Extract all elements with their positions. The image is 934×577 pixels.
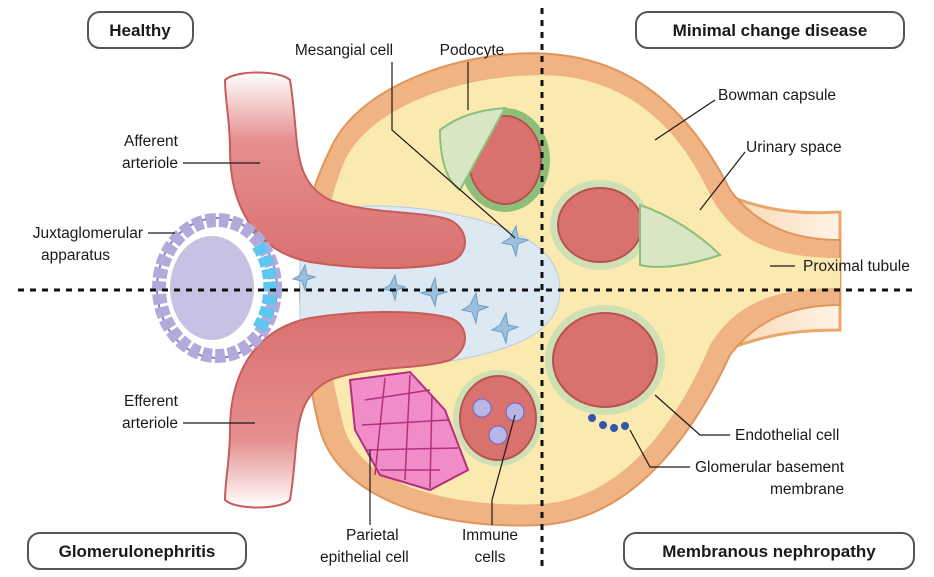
quadrant-label-minimal-change: Minimal change disease [636, 12, 904, 48]
label-immune-line1: Immune [462, 527, 518, 544]
quadrant-label-healthy: Healthy [88, 12, 193, 48]
label-mesangial-cell: Mesangial cell [295, 42, 393, 59]
label-jga-line2: apparatus [41, 247, 110, 264]
quadrant-title-healthy: Healthy [109, 21, 171, 40]
label-jga-line1: Juxtaglomerular [33, 225, 143, 242]
label-proximal-tubule: Proximal tubule [803, 258, 910, 275]
immune-cell [506, 403, 524, 421]
juxtaglomerular-apparatus [157, 218, 277, 358]
quadrant-label-glomerulonephritis: Glomerulonephritis [28, 533, 246, 569]
label-parietal-line1: Parietal [346, 527, 399, 544]
label-gbm-line2: membrane [770, 481, 844, 498]
label-efferent-line1: Efferent [124, 393, 179, 410]
quadrant-title-minimal-change: Minimal change disease [673, 21, 868, 40]
label-afferent-line1: Afferent [124, 133, 179, 150]
label-bowman-capsule: Bowman capsule [718, 87, 836, 104]
capillary-loop-right-lower [545, 305, 665, 415]
label-immune-line2: cells [474, 549, 505, 566]
quadrant-title-glomerulonephritis: Glomerulonephritis [59, 542, 216, 561]
quadrant-title-membranous: Membranous nephropathy [662, 542, 876, 561]
quadrant-label-membranous: Membranous nephropathy [624, 533, 914, 569]
label-podocyte: Podocyte [440, 42, 505, 59]
label-urinary-space: Urinary space [746, 139, 842, 156]
label-gbm-line1: Glomerular basement [695, 459, 845, 476]
label-efferent-line2: arteriole [122, 415, 178, 432]
capillary-loop-right-upper [550, 180, 650, 270]
label-afferent-line2: arteriole [122, 155, 178, 172]
label-endothelial-cell: Endothelial cell [735, 427, 839, 444]
immune-cell [489, 426, 507, 444]
label-parietal-line2: epithelial cell [320, 549, 409, 566]
immune-cell [473, 399, 491, 417]
capillary-loop-bottom [453, 370, 543, 466]
